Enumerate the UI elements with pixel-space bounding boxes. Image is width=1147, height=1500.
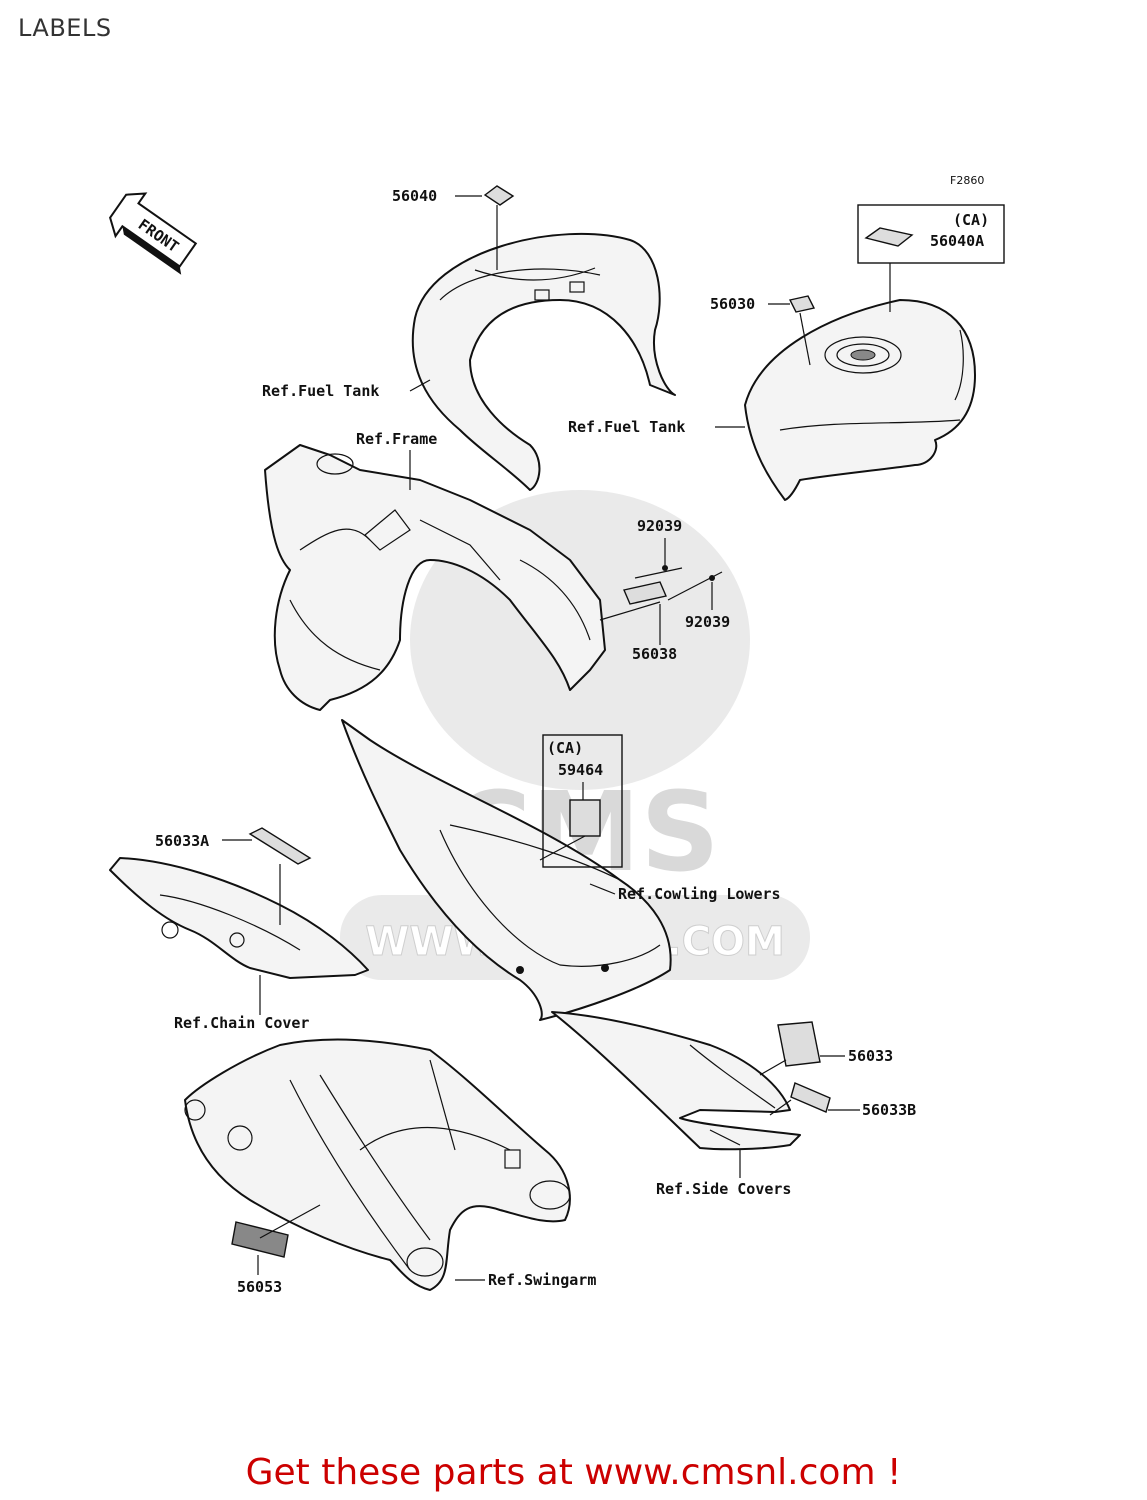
sticker-56033A <box>248 827 312 865</box>
footer-promo-link[interactable]: Get these parts at www.cmsnl.com ! <box>245 1452 902 1493</box>
page-title: LABELS <box>18 14 112 42</box>
label-56040: 56040 <box>392 187 437 205</box>
fuel-tank-right <box>744 299 976 501</box>
side-cover <box>551 1011 801 1151</box>
ca-box-cowl <box>542 734 623 868</box>
figure-code: F2860 <box>950 174 984 187</box>
chain-cover <box>109 857 369 979</box>
sticker-56030 <box>788 295 816 313</box>
parts-diagram: CMS WWW.CMSNL.COM F2860 FRONT 56040 Ref.… <box>109 174 1005 1296</box>
label-56038: 56038 <box>632 645 677 663</box>
front-arrow-icon: FRONT <box>109 192 198 275</box>
ref-cowling-lowers: Ref.Cowling Lowers <box>618 885 781 903</box>
frame <box>264 444 606 711</box>
sticker-56040A <box>864 227 914 247</box>
ref-chain-cover: Ref.Chain Cover <box>174 1014 309 1032</box>
swingarm <box>184 1038 571 1291</box>
label-ca-cowl: (CA) <box>547 739 583 757</box>
label-56033: 56033 <box>848 1047 893 1065</box>
label-56040A: 56040A <box>930 232 984 250</box>
ref-fuel-tank-left: Ref.Fuel Tank <box>262 382 379 400</box>
label-92039-top: 92039 <box>637 517 682 535</box>
label-56053: 56053 <box>237 1278 282 1296</box>
label-56033A: 56033A <box>155 832 209 850</box>
ca-box-tank <box>857 204 1005 264</box>
label-ca-tank: (CA) <box>953 211 989 229</box>
ref-swingarm: Ref.Swingarm <box>488 1271 596 1289</box>
sticker-56038 <box>623 581 667 605</box>
label-56030: 56030 <box>710 295 755 313</box>
ref-side-covers: Ref.Side Covers <box>656 1180 791 1198</box>
cowling-lower <box>341 719 672 1021</box>
ref-frame: Ref.Frame <box>356 430 437 448</box>
label-56033B: 56033B <box>862 1101 916 1119</box>
sticker-56053 <box>231 1221 289 1258</box>
label-92039-bottom: 92039 <box>685 613 730 631</box>
sticker-56040 <box>483 185 515 206</box>
sticker-56033 <box>777 1021 821 1067</box>
sticker-59464 <box>569 799 601 837</box>
fuel-tank-cover-left <box>411 233 676 491</box>
label-59464: 59464 <box>558 761 603 779</box>
ref-fuel-tank-right: Ref.Fuel Tank <box>568 418 685 436</box>
sticker-56033B <box>790 1082 831 1113</box>
